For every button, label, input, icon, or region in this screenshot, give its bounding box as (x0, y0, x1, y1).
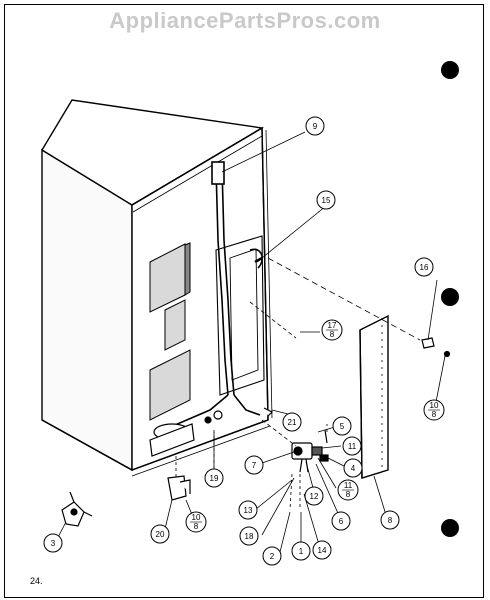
svg-text:21: 21 (288, 418, 297, 427)
callout-6: 6 (331, 511, 351, 531)
callout-10-8-right: 10 8 (423, 399, 445, 421)
callout-12: 12 (304, 486, 324, 506)
callout-18: 18 (239, 526, 259, 546)
svg-text:11: 11 (348, 442, 357, 451)
svg-text:8: 8 (194, 522, 199, 531)
callouts: 9 15 16 17 8 10 8 21 5 11 7 4 19 11 8 12… (43, 116, 445, 566)
callout-2: 2 (262, 546, 282, 566)
watermark: AppliancePartsPros.com (109, 8, 381, 33)
callout-14: 14 (312, 540, 332, 560)
svg-text:10: 10 (430, 401, 439, 410)
callout-19: 19 (204, 468, 224, 488)
svg-text:20: 20 (156, 530, 165, 539)
svg-text:6: 6 (339, 517, 344, 526)
page-number: 24. (30, 576, 43, 586)
svg-text:13: 13 (244, 506, 253, 515)
cabinet-valve-assembly (149, 410, 223, 457)
callout-3: 3 (43, 533, 63, 553)
mounting-brackets (61, 337, 451, 527)
svg-text:3: 3 (51, 539, 56, 548)
leader-lines (55, 131, 446, 553)
svg-text:10: 10 (192, 513, 201, 522)
svg-text:8: 8 (432, 410, 437, 419)
callout-21: 21 (282, 412, 302, 432)
refrigerator-cabinet (41, 99, 273, 477)
callout-15: 15 (316, 190, 336, 210)
svg-text:18: 18 (245, 532, 254, 541)
callout-16: 16 (414, 257, 434, 277)
callout-4: 4 (343, 458, 363, 478)
back-labels (149, 242, 191, 421)
svg-text:8: 8 (346, 490, 351, 499)
svg-text:5: 5 (340, 422, 345, 431)
svg-text:14: 14 (318, 546, 327, 555)
svg-text:8: 8 (388, 516, 393, 525)
page-border (4, 4, 484, 598)
svg-text:9: 9 (313, 122, 318, 131)
callout-13: 13 (238, 500, 258, 520)
svg-text:17: 17 (328, 321, 337, 330)
binder-holes (441, 61, 459, 537)
callout-5: 5 (332, 416, 352, 436)
water-tubing (159, 161, 265, 441)
cover-panel (359, 314, 389, 479)
svg-text:2: 2 (270, 552, 275, 561)
svg-text:8: 8 (330, 330, 335, 339)
svg-text:15: 15 (322, 196, 331, 205)
callout-20: 20 (150, 524, 170, 544)
svg-text:16: 16 (420, 263, 429, 272)
callout-7: 7 (244, 455, 264, 475)
svg-text:4: 4 (351, 464, 356, 473)
callout-17-8: 17 8 (321, 319, 343, 341)
svg-text:7: 7 (252, 461, 257, 470)
svg-text:19: 19 (210, 474, 219, 483)
callout-8: 8 (380, 510, 400, 530)
callout-11-8: 11 8 (337, 479, 359, 501)
water-valve-assembly (291, 429, 329, 473)
callout-10-8-left: 10 8 (185, 511, 207, 533)
svg-text:11: 11 (344, 481, 353, 490)
callout-1: 1 (291, 541, 311, 561)
callout-9: 9 (305, 116, 325, 136)
svg-text:12: 12 (310, 492, 319, 501)
svg-text:1: 1 (299, 547, 304, 556)
callout-11: 11 (342, 436, 362, 456)
